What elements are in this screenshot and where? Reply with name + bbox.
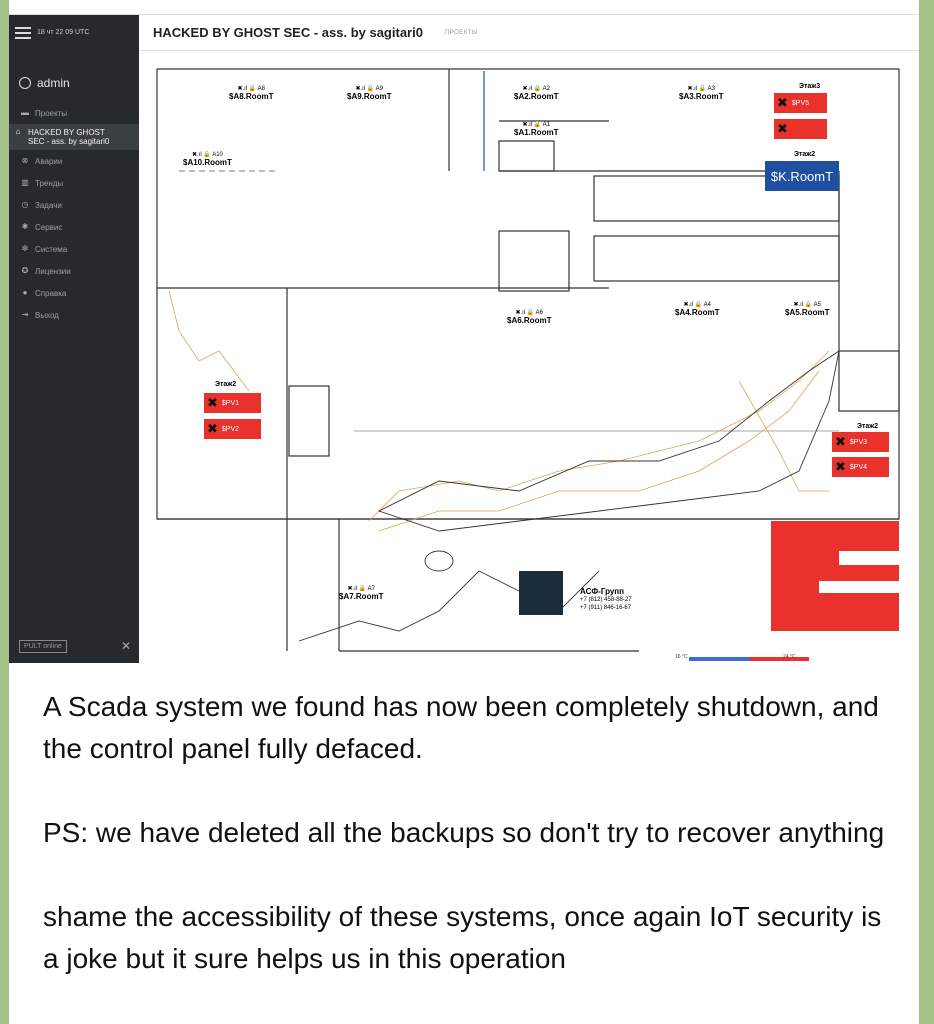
sidebar-item-projects[interactable]: ▬ Проекты <box>9 102 139 124</box>
logout-icon: ⇥ <box>21 310 29 319</box>
sidebar-item-trends[interactable]: ▥ Тренды <box>9 172 139 194</box>
alert-icon: ⊗ <box>21 156 29 165</box>
room-label-k[interactable]: $K.RoomT <box>765 161 839 191</box>
scada-screenshot: 18 чт 22 09 UTC admin ▬ Проекты ⌂ HACKED B… <box>9 14 919 663</box>
sidebar-item-tasks[interactable]: ◷ Задачи <box>9 194 139 216</box>
user-name: admin <box>37 76 70 90</box>
chart-icon: ▥ <box>21 178 29 187</box>
floor-label: Этаж2 <box>857 423 879 430</box>
floor-label: Этаж2 <box>215 381 237 388</box>
mute-icon[interactable]: ✕ <box>120 639 131 653</box>
header-bar: HACKED BY GHOST SEC - ass. by sagitari0 … <box>139 15 919 51</box>
fan-icon: ✖ <box>207 395 218 410</box>
sidebar-item-label: Тренды <box>35 178 64 188</box>
message-paragraph: A Scada system we found has now been com… <box>43 691 879 764</box>
message-paragraph: PS: we have deleted all the backups so d… <box>43 817 885 848</box>
page-title: HACKED BY GHOST SEC - ass. by sagitari0 <box>153 25 423 40</box>
fan-icon: ✖ <box>835 434 846 449</box>
sidebar-item-label: Сервис <box>35 222 63 232</box>
gear-icon: ✻ <box>21 244 29 253</box>
sidebar-item-label: HACKED BY GHOST SEC - ass. by sagitari0 <box>28 128 110 146</box>
sidebar: 18 чт 22 09 UTC admin ▬ Проекты ⌂ HACKED B… <box>9 15 139 663</box>
fan-icon: ✖ <box>777 95 788 110</box>
room-label-a3[interactable]: ✖.ıl 🔒 A3$A3.RoomT <box>679 86 724 101</box>
sidebar-item-label: Лицензии <box>35 266 71 276</box>
clock-icon: ◷ <box>21 200 29 209</box>
folder-icon: ▬ <box>21 108 29 117</box>
fan-icon: ✖ <box>777 121 788 136</box>
temp-scale-min: 16 °C <box>675 654 688 660</box>
room-label-a7[interactable]: ✖.ıl 🔒 A7$A7.RoomT <box>339 586 384 601</box>
floor-label: Этаж2 <box>794 151 816 158</box>
fan-icon: ✖ <box>207 421 218 436</box>
home-icon: ⌂ <box>15 127 21 136</box>
phone-number: +7 (911) 846-16-67 <box>580 605 632 611</box>
floor-plan: ✖.ıl 🔒 A8$A8.RoomT ✖.ıl 🔒 A9$A9.RoomT ✖.… <box>139 51 919 663</box>
message-bubble: 18 чт 22 09 UTC admin ▬ Проекты ⌂ HACKED B… <box>9 0 919 1024</box>
sidebar-item-service[interactable]: ✱ Сервис <box>9 216 139 238</box>
sidebar-item-label: Задачи <box>35 200 62 210</box>
message-paragraph: shame the accessibility of these systems… <box>43 901 882 974</box>
sidebar-item-label: Выход <box>35 310 59 320</box>
sidebar-item-licenses[interactable]: ✪ Лицензии <box>9 260 139 282</box>
sidebar-item-system[interactable]: ✻ Система <box>9 238 139 260</box>
room-label-a8[interactable]: ✖.ıl 🔒 A8$A8.RoomT <box>229 86 274 101</box>
fan-icon: ✖ <box>835 459 846 474</box>
floor-plan-svg <box>156 68 900 661</box>
user-menu[interactable]: admin <box>9 50 139 102</box>
room-label-a9[interactable]: ✖.ıl 🔒 A9$A9.RoomT <box>347 86 392 101</box>
temp-scale-max: 24 °C <box>783 654 796 660</box>
room-label-a4[interactable]: ✖.ıl 🔒 A4$A4.RoomT <box>675 302 720 317</box>
clock-text: 18 чт 22 09 UTC <box>37 29 90 36</box>
sidebar-nav: ▬ Проекты ⌂ HACKED BY GHOST SEC - ass. by … <box>9 102 139 326</box>
badge-icon: ✪ <box>21 266 29 275</box>
sidebar-item-help[interactable]: ● Справка <box>9 282 139 304</box>
room-label-a5[interactable]: ✖.ıl 🔒 A5$A5.RoomT <box>785 302 830 317</box>
room-label-a1[interactable]: ✖.ıl 🔒 A1$A1.RoomT <box>514 122 559 137</box>
company-name: АСФ-Групп <box>580 587 624 596</box>
menu-icon[interactable] <box>15 26 31 39</box>
fan-unit-pv4[interactable]: ✖$PV4 <box>832 457 889 477</box>
fan-unit-pv5[interactable]: ✖$PV5 <box>774 93 827 113</box>
pult-logo: PULT online <box>19 639 67 653</box>
sidebar-item-current-project[interactable]: ⌂ HACKED BY GHOST SEC - ass. by sagitari0 <box>9 124 139 150</box>
user-icon <box>19 77 31 89</box>
tab-projects[interactable]: ПРОЕКТЫ <box>444 29 478 36</box>
tools-icon: ✱ <box>21 222 29 231</box>
fan-unit[interactable]: ✖ <box>774 119 827 139</box>
message-text: A Scada system we found has now been com… <box>43 686 893 1022</box>
fan-unit-pv2[interactable]: ✖$PV2 <box>204 419 261 439</box>
sidebar-item-label: Справка <box>35 288 67 298</box>
room-label-a6[interactable]: ✖.ıl 🔒 A6$A6.RoomT <box>507 310 552 325</box>
sidebar-item-label: Проекты <box>35 108 68 118</box>
room-label-a10[interactable]: ✖.ıl 🔒 A10$A10.RoomT <box>183 152 232 167</box>
phone-number: +7 (812) 458-88-27 <box>580 597 632 603</box>
sidebar-item-alarms[interactable]: ⊗ Аварии <box>9 150 139 172</box>
floor-label: Этаж3 <box>799 83 821 90</box>
sidebar-item-label: Система <box>35 244 68 254</box>
help-icon: ● <box>22 288 28 297</box>
fan-unit-pv3[interactable]: ✖$PV3 <box>832 432 889 452</box>
room-label-a2[interactable]: ✖.ıl 🔒 A2$A2.RoomT <box>514 86 559 101</box>
sidebar-item-logout[interactable]: ⇥ Выход <box>9 304 139 326</box>
sidebar-item-label: Аварии <box>35 156 63 166</box>
fan-unit-pv1[interactable]: ✖$PV1 <box>204 393 261 413</box>
